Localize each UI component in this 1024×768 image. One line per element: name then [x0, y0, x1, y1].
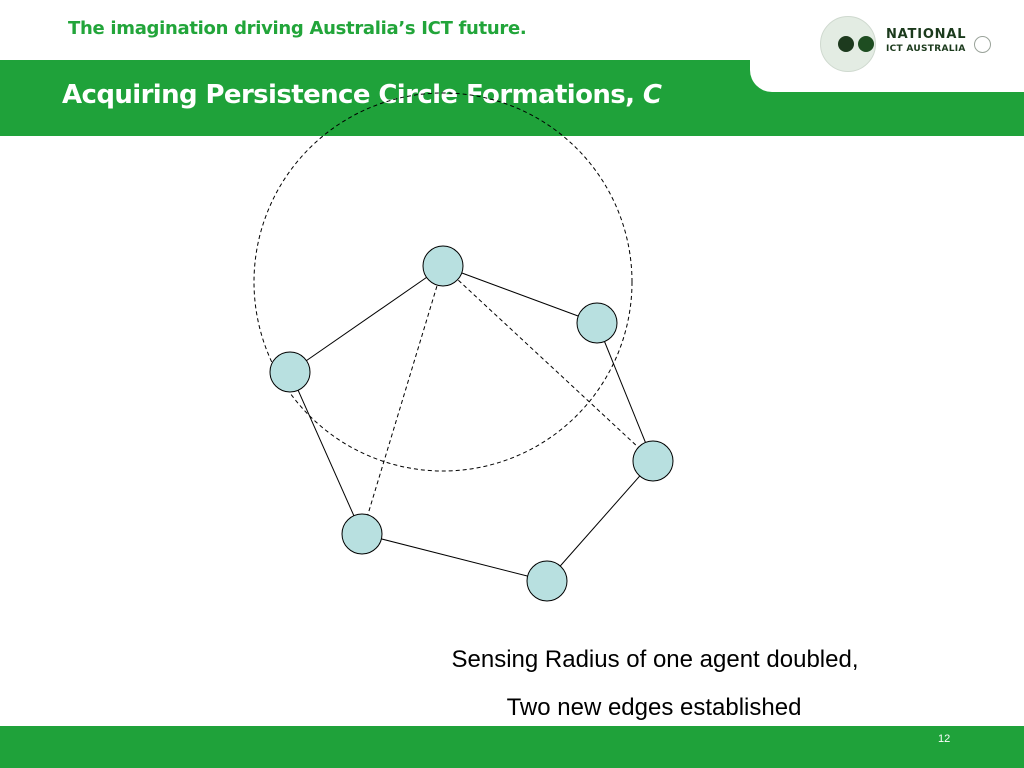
title-band — [0, 60, 1024, 136]
agent-node-f — [526, 560, 568, 602]
agent-node-c — [576, 302, 618, 344]
edge-f-e — [546, 460, 654, 582]
slide-title-text: Acquiring Persistence Circle Formations, — [62, 80, 643, 110]
agent-node-a — [422, 245, 464, 287]
edge-d-f — [361, 533, 548, 582]
edge-b-d — [289, 371, 363, 535]
edge-c-e — [596, 322, 654, 462]
page-number: 12 — [938, 733, 951, 745]
slide-title-variable: C — [642, 80, 662, 110]
caption-line-2: Two new edges established — [506, 694, 802, 721]
logo-text-national: NATIONAL — [886, 27, 967, 42]
logo-text-ict-australia: ICT AUSTRALIA — [886, 44, 966, 54]
nicta-logo: NATIONAL ICT AUSTRALIA — [816, 14, 996, 78]
new-edge-a-e — [442, 265, 654, 462]
title-band-notch — [750, 60, 1024, 92]
edge-a-c — [442, 265, 598, 324]
tagline: The imagination driving Australia’s ICT … — [68, 18, 527, 39]
sensing-radius-circle — [253, 92, 633, 472]
edge-a-b — [289, 265, 444, 373]
footer-band — [0, 726, 1024, 768]
slide-title: Acquiring Persistence Circle Formations,… — [62, 80, 662, 110]
agent-node-e — [632, 440, 674, 482]
agent-node-b — [269, 351, 311, 393]
new-edge-a-d — [361, 265, 444, 535]
logo-dot-icon — [838, 36, 854, 52]
caption-line-1: Sensing Radius of one agent doubled, — [451, 646, 859, 673]
logo-dot-icon — [858, 36, 874, 52]
logo-outline-dot-icon — [974, 36, 991, 53]
agent-node-d — [341, 513, 383, 555]
